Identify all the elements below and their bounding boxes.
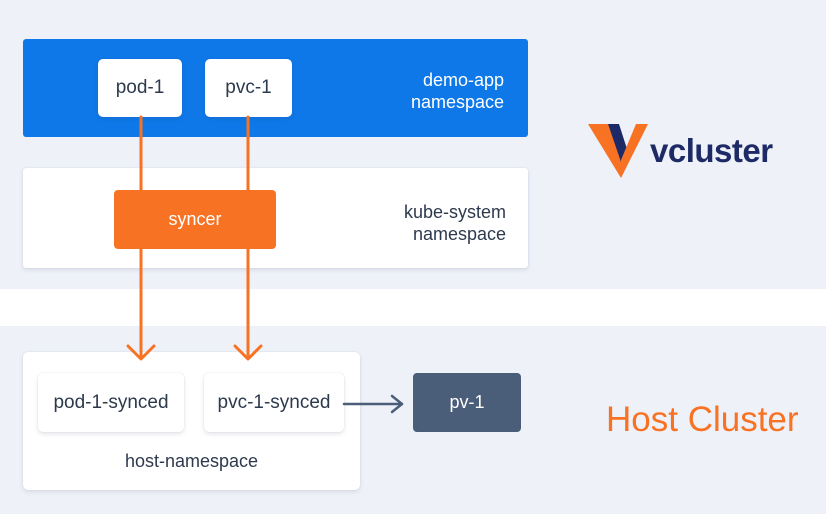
- kube-system-label-line1: kube-system: [403, 202, 506, 222]
- demo-app-namespace-label: demo-app namespace: [411, 69, 504, 113]
- pod-1-synced-node: pod-1-synced: [38, 373, 184, 432]
- pod-1-node: pod-1: [98, 59, 182, 117]
- pod-1-label: pod-1: [115, 77, 165, 98]
- vcluster-logo-icon: [588, 124, 648, 178]
- pv-binding-arrowhead: [390, 394, 404, 414]
- kube-system-namespace-label: kube-system namespace: [404, 201, 506, 245]
- pvc-1-node: pvc-1: [205, 59, 292, 117]
- demo-app-label-line1: demo-app: [422, 70, 504, 90]
- host-cluster-title: Host Cluster: [606, 400, 799, 439]
- syncer-label: syncer: [168, 209, 222, 229]
- pvc-1-synced-node: pvc-1-synced: [204, 373, 344, 432]
- syncer-node: syncer: [114, 190, 276, 249]
- pv-1-label: pv-1: [449, 392, 485, 412]
- pvc-1-synced-label: pvc-1-synced: [217, 391, 331, 413]
- pvc-sync-arrowhead: [233, 344, 263, 361]
- pod-sync-arrowhead: [126, 344, 156, 361]
- pod-1-synced-label: pod-1-synced: [53, 391, 169, 413]
- pvc-1-label: pvc-1: [225, 77, 272, 98]
- pv-1-node: pv-1: [413, 373, 521, 432]
- demo-app-label-line2: namespace: [410, 92, 504, 112]
- host-namespace-label: host-namespace: [124, 451, 259, 471]
- kube-system-label-line2: namespace: [412, 224, 506, 244]
- vcluster-logo-text: vcluster: [650, 132, 773, 169]
